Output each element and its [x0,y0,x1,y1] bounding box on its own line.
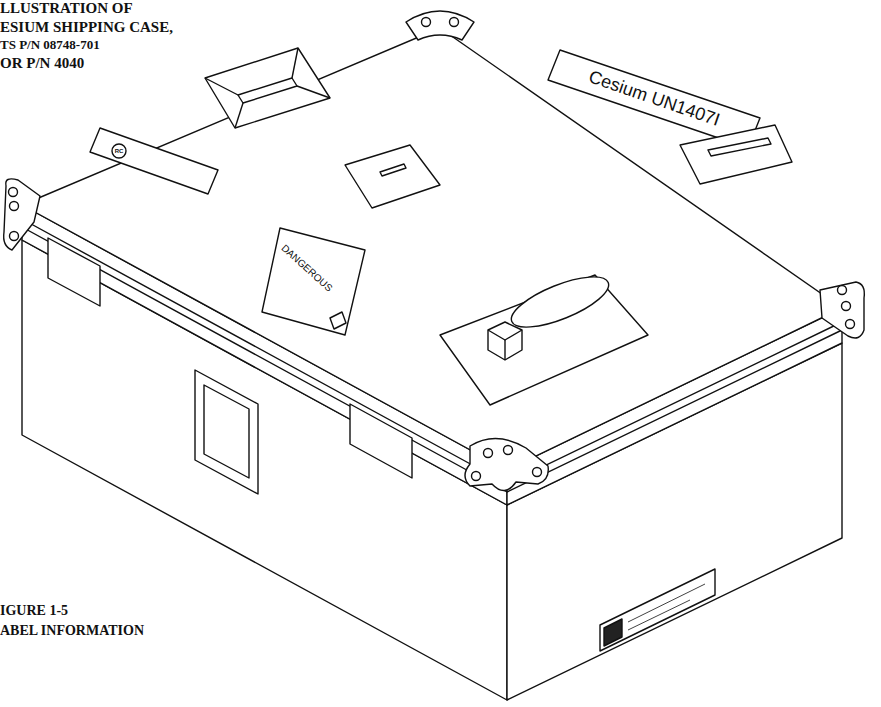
part-number: TS P/N 08748-701 [0,38,100,52]
part-number-text: TS P/N 08748-701 [0,37,100,52]
part-number: OR P/N 4040 [0,55,84,72]
figure-heading: ESIUM SHIPPING CASE, [0,19,173,36]
figure-number: IGURE 1-5 [0,603,68,618]
figure-number-text: IGURE 1-5 [0,603,68,618]
label-mark-text: RC [115,148,124,154]
figure-heading: LLUSTRATION OF [0,0,133,17]
figure-caption: ABEL INFORMATION [0,623,144,638]
figure-heading-text: LLUSTRATION OF [0,0,133,16]
figure-caption-text: ABEL INFORMATION [0,623,144,638]
figure-heading-text: ESIUM SHIPPING CASE, [0,19,173,35]
part-number-text: OR P/N 4040 [0,55,84,71]
label-mark: RC [115,148,124,155]
